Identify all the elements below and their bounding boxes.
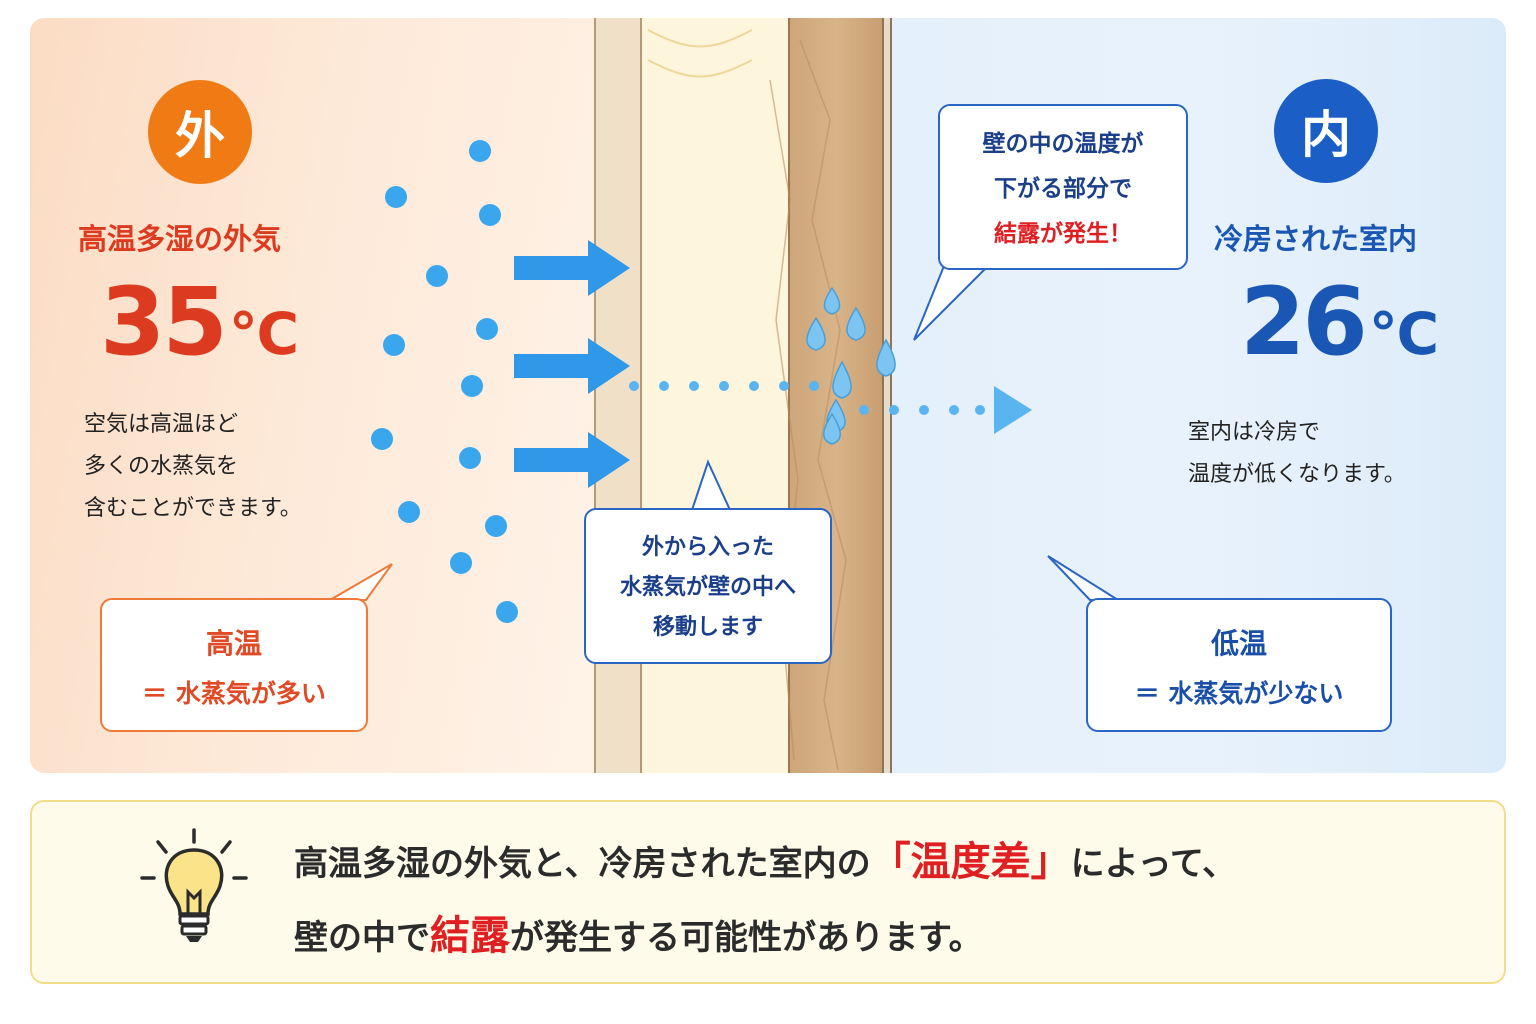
inside-temperature-value: 26 [1240, 268, 1368, 377]
summary-text: 高温多湿の外気と、冷房された室内の「温度差」によって、 壁の中で結露が発生する可… [294, 826, 1236, 974]
outside-temperature-value: 35 [100, 268, 228, 377]
outside-description-line: 多くの水蒸気を [84, 454, 239, 479]
outside-heading: 高温多湿の外気 [78, 222, 282, 256]
low-temp-callout-title: 低温 [1210, 627, 1267, 660]
summary-line-2: 壁の中で結露が発生する可能性があります。 [294, 900, 1236, 974]
inside-badge: 内 [1274, 79, 1378, 183]
condensation-callout-line: 壁の中の温度が [982, 131, 1144, 157]
vapor-movement-line: 移動します [652, 615, 763, 640]
summary-line-2-end: が発生する可能性があります。 [510, 918, 983, 958]
outside-temperature-unit: ℃ [228, 300, 300, 368]
high-temp-callout-subtitle: ＝ 水蒸気が多い [142, 679, 326, 708]
outside-description: 空気は高温ほど 多くの水蒸気を 含むことができます。 [84, 404, 302, 530]
high-temp-callout-title: 高温 [205, 627, 262, 660]
summary-highlight-temperature-gap: 「温度差」 [870, 839, 1071, 885]
summary-note: 高温多湿の外気と、冷房された室内の「温度差」によって、 壁の中で結露が発生する可… [30, 800, 1506, 984]
high-temp-callout: 高温 ＝ 水蒸気が多い [100, 598, 368, 732]
condensation-alert: 結露が発生！ [994, 221, 1132, 247]
summary-line-1-start: 高温多湿の外気と、冷房された室内の [294, 844, 871, 884]
vapor-movement-callout: 外から入った 水蒸気が壁の中へ 移動します [584, 508, 832, 664]
summary-highlight-condensation: 結露 [430, 913, 510, 959]
inside-temperature: 26℃ [1240, 268, 1439, 377]
inside-description: 室内は冷房で 温度が低くなります。 [1188, 412, 1406, 496]
inside-heading: 冷房された室内 [1214, 222, 1418, 256]
inside-temperature-unit: ℃ [1368, 300, 1440, 368]
summary-line-2-start: 壁の中で [294, 918, 430, 958]
outside-badge: 外 [148, 80, 252, 184]
summary-line-1-end: によって、 [1070, 844, 1237, 884]
outside-description-line: 含むことができます。 [84, 496, 302, 521]
wall-trim-layer [882, 18, 892, 773]
lightbulb-icon [140, 828, 248, 942]
condensation-callout: 壁の中の温度が 下がる部分で 結露が発生！ [938, 104, 1188, 270]
low-temp-callout-subtitle: ＝ 水蒸気が少ない [1134, 679, 1344, 708]
vapor-movement-line: 外から入った [641, 535, 774, 560]
summary-line-1: 高温多湿の外気と、冷房された室内の「温度差」によって、 [294, 826, 1236, 900]
outside-temperature: 35℃ [100, 268, 299, 377]
inside-description-line: 室内は冷房で [1188, 420, 1321, 445]
condensation-callout-line: 下がる部分で [994, 176, 1132, 202]
low-temp-callout: 低温 ＝ 水蒸気が少ない [1086, 598, 1392, 732]
inside-description-line: 温度が低くなります。 [1188, 462, 1406, 487]
vapor-movement-line: 水蒸気が壁の中へ [619, 575, 796, 600]
outside-description-line: 空気は高温ほど [84, 412, 239, 437]
